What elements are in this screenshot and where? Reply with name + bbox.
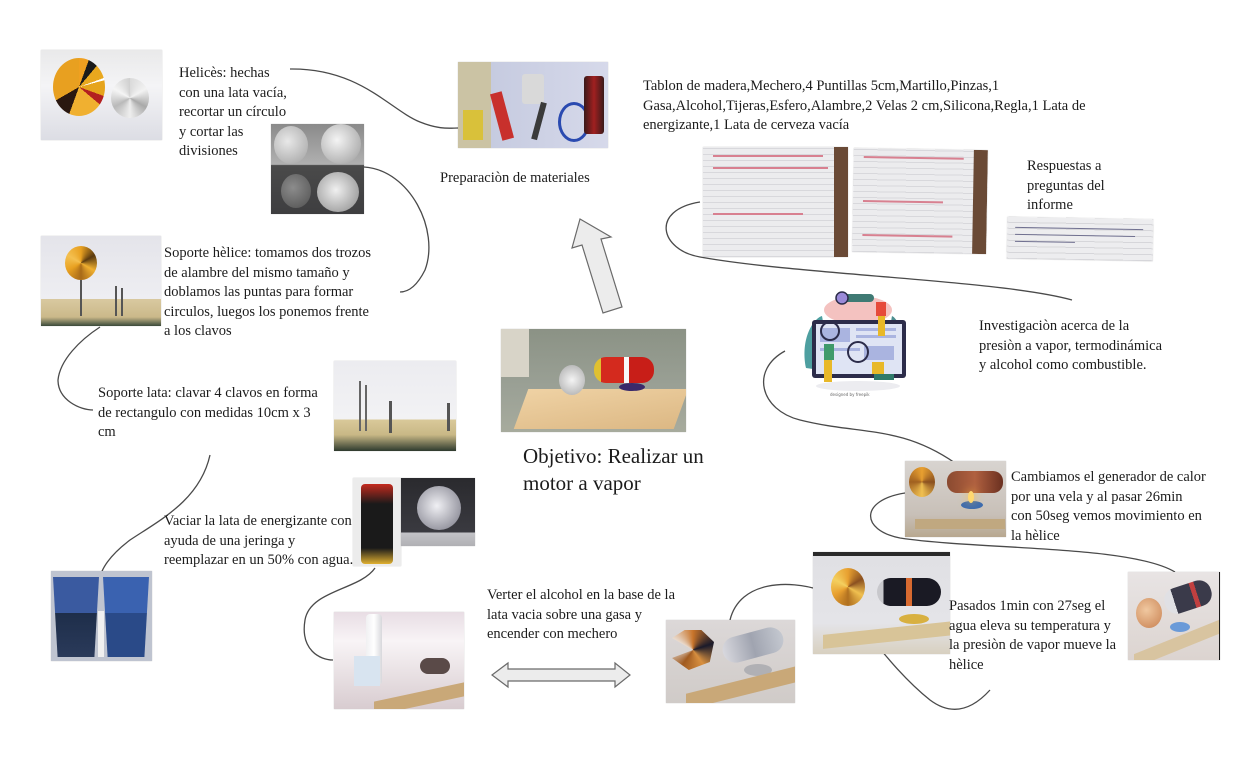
candle-photo [905,461,1006,537]
cups-photo [51,571,152,661]
notes-photo-1 [703,147,848,257]
tools-photo [458,62,608,148]
double-arrow-icon [491,661,631,689]
soporte-lata-photo [334,361,456,451]
setup-photo [666,620,795,703]
notes-photo-3 [1006,216,1154,262]
soporte-lata-text: Soporte lata: clavar 4 clavos en forma d… [98,385,318,440]
research-illustration: designed by freepik [800,288,912,400]
helice-photo [41,50,162,140]
materiales-list: Tablon de madera,Mechero,4 Puntillas 5cm… [643,78,1086,133]
can-photo [353,478,401,566]
can-top-photo [401,478,475,546]
cambiamos-text: Cambiamos el generador de calor por una … [1011,469,1206,544]
notes-photo-2 [852,147,988,255]
investigacion-text: Investigaciòn acerca de la presiòn a vap… [979,318,1163,373]
up-arrow-icon [571,218,623,314]
illustration-credit: designed by freepik [830,392,870,397]
preparacion-label: Preparaciòn de materiales [440,170,590,186]
vaciar-text: Vaciar la lata de energizante con ayuda … [164,513,354,568]
verter-text: Verter el alcohol en la base de la lata … [487,587,676,642]
research-illustration-icon [804,291,906,391]
soporte-helice-photo [41,236,161,326]
connector-soporte-helice-to-lata [57,326,101,411]
objective-title: Objetivo: Realizar un motor a vapor [523,444,704,495]
motor-photo [501,329,686,432]
circles-photo [271,124,364,214]
helices-text: Helicès: hechas con una lata vacía, reco… [179,65,287,159]
soporte-helice-text: Soporte hèlice: tomamos dos trozos de al… [164,245,371,339]
pasados-text: Pasados 1min con 27seg el agua eleva su … [949,598,1117,673]
alcohol-photo [334,612,464,709]
final-photo [1128,572,1220,660]
connector-helices-to-preparacion [289,68,459,129]
respuestas-label: Respuestas a preguntas del informe [1027,158,1105,213]
flame-photo [813,552,950,654]
